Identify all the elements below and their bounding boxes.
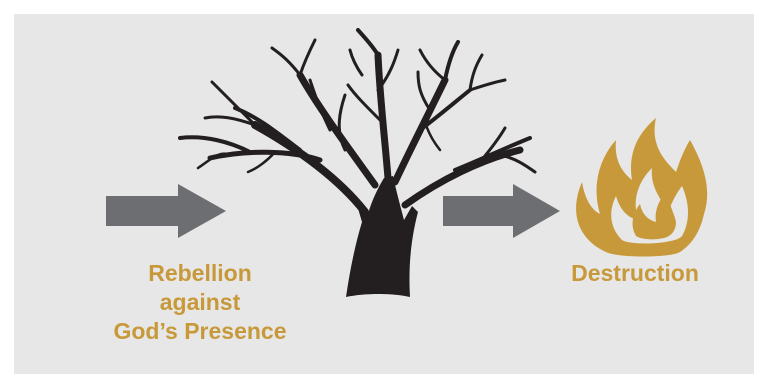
rebellion-line-1: Rebellion	[148, 260, 252, 286]
left-arrow-icon	[106, 184, 226, 238]
left-arrow-head	[178, 184, 226, 238]
right-arrow-head	[513, 184, 560, 238]
rebellion-label: Rebellion against God’s Presence	[85, 259, 315, 346]
rebellion-line-2: against	[159, 289, 241, 315]
destruction-label: Destruction	[540, 259, 730, 288]
bare-tree-icon	[178, 28, 537, 297]
right-arrow-icon	[443, 184, 560, 238]
rebellion-line-3: God’s Presence	[113, 318, 287, 344]
flame-icon	[576, 118, 708, 257]
destruction-text: Destruction	[571, 260, 699, 286]
flame-outer	[576, 118, 708, 257]
tree-trunk	[346, 176, 418, 297]
flame-inner	[632, 190, 676, 240]
